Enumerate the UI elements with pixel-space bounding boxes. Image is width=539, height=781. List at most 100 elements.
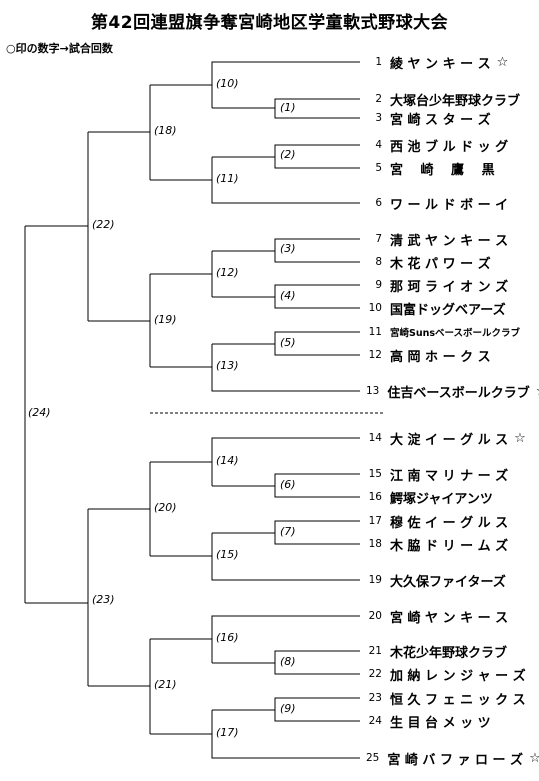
team-number: 5 bbox=[375, 162, 382, 174]
team-name: 住吉ベースボールクラブ bbox=[387, 385, 530, 401]
bracket-line-game-3 bbox=[212, 238, 360, 263]
game-number: (23) bbox=[92, 593, 115, 606]
game-number: (17) bbox=[216, 726, 239, 739]
team-number: 18 bbox=[368, 538, 382, 550]
game-number: (24) bbox=[28, 406, 51, 419]
team-name: 江 南 マ リ ナ ー ズ bbox=[390, 468, 509, 484]
game-number: (19) bbox=[154, 313, 177, 326]
team-name: 高 岡 ホ ー ク ス bbox=[390, 349, 491, 365]
team-name: 穆 佐 イ ー グ ル ス bbox=[390, 515, 509, 531]
team-entry: 6 ワ ー ル ド ボ ー イ bbox=[366, 194, 538, 213]
game-number: (4) bbox=[280, 289, 296, 302]
team-name: 木花少年野球クラブ bbox=[390, 645, 508, 661]
game-number: (9) bbox=[280, 702, 296, 715]
bracket-line-game-20 bbox=[88, 462, 151, 556]
seed-star: ☆ bbox=[529, 750, 539, 766]
team-entry: 21 木花少年野球クラブ bbox=[366, 642, 538, 661]
team-number: 1 bbox=[375, 56, 382, 68]
team-entry: 19 大久保ファイターズ bbox=[366, 571, 538, 590]
bracket-line-game-19 bbox=[88, 274, 151, 367]
team-number: 15 bbox=[368, 468, 382, 480]
bracket-line-game-6 bbox=[212, 473, 360, 498]
team-entry: 5 宮 崎 鷹 黒 bbox=[366, 159, 538, 178]
bracket-line-game-14 bbox=[150, 437, 360, 486]
game-number: (10) bbox=[216, 77, 239, 90]
legend-note: ○印の数字→試合回数 bbox=[6, 42, 113, 55]
game-number: (1) bbox=[280, 101, 296, 114]
team-number: 13 bbox=[366, 385, 380, 397]
team-number: 19 bbox=[368, 574, 382, 586]
seed-star: ☆ bbox=[514, 430, 526, 446]
game-number: (3) bbox=[280, 242, 296, 255]
team-name: 大久保ファイターズ bbox=[390, 574, 506, 590]
bracket-line-game-17 bbox=[150, 710, 360, 759]
bracket-line-game-16 bbox=[150, 615, 360, 663]
bracket-line-game-13 bbox=[150, 344, 360, 392]
team-number: 16 bbox=[368, 491, 382, 503]
bracket-line-game-23 bbox=[25, 509, 89, 686]
team-name: 西 池 ブ ル ド ッ グ bbox=[390, 139, 509, 155]
bracket-line-game-15 bbox=[150, 533, 360, 581]
seed-star: ☆ bbox=[496, 54, 509, 70]
bracket-line-game-8 bbox=[212, 650, 360, 675]
game-number: (5) bbox=[280, 336, 296, 349]
team-name: 宮崎Sunsベースボールクラブ bbox=[390, 328, 521, 339]
team-name: 宮 崎 ス タ ー ズ bbox=[390, 112, 491, 128]
game-number: (22) bbox=[92, 218, 115, 231]
team-name: ワ ー ル ド ボ ー イ bbox=[390, 197, 509, 213]
team-number: 21 bbox=[368, 645, 382, 657]
team-name: 那 珂 ラ イ オ ン ズ bbox=[390, 279, 509, 295]
team-name: 生 目 台 メ ッ ツ bbox=[390, 715, 491, 731]
team-number: 22 bbox=[368, 668, 382, 680]
team-number: 20 bbox=[368, 610, 382, 622]
seed-star: ☆ bbox=[536, 384, 539, 399]
team-name: 綾 ヤ ン キ ー ス bbox=[390, 56, 491, 72]
bracket-line-game-2 bbox=[212, 144, 360, 169]
team-entry: 1 綾 ヤ ン キ ー ス ☆ bbox=[366, 53, 538, 72]
bracket-line-game-7 bbox=[212, 520, 360, 545]
team-name: 宮 崎 鷹 黒 bbox=[390, 162, 495, 178]
team-number: 4 bbox=[375, 139, 382, 151]
game-number: (2) bbox=[280, 148, 296, 161]
team-name: 鰐塚ジャイアンツ bbox=[390, 491, 493, 507]
team-name: 国富ドッグベアーズ bbox=[390, 302, 506, 318]
game-number: (15) bbox=[216, 548, 239, 561]
team-entry: 11 宮崎Sunsベースボールクラブ bbox=[366, 323, 538, 341]
team-entry: 4 西 池 ブ ル ド ッ グ bbox=[366, 136, 538, 155]
team-entry: 13 住吉ベースボールクラブ ☆ bbox=[366, 382, 539, 401]
bracket-line-game-22 bbox=[25, 132, 89, 321]
team-number: 11 bbox=[368, 326, 382, 338]
team-number: 8 bbox=[375, 256, 382, 268]
bracket-line-game-10 bbox=[150, 61, 360, 108]
team-number: 10 bbox=[368, 302, 382, 314]
game-number: (8) bbox=[280, 655, 296, 668]
team-number: 6 bbox=[375, 197, 382, 209]
team-number: 7 bbox=[375, 233, 382, 245]
bracket-line-game-18 bbox=[88, 85, 151, 180]
team-entry: 16 鰐塚ジャイアンツ bbox=[366, 488, 538, 507]
page-title: 第42回連盟旗争奪宮崎地区学童軟式野球大会 bbox=[90, 13, 449, 33]
bracket-line-game-12 bbox=[150, 251, 213, 297]
team-name: 恒 久 フ ェ ニ ッ ク ス bbox=[390, 692, 526, 708]
team-number: 25 bbox=[366, 752, 380, 764]
game-number: (11) bbox=[216, 172, 239, 185]
game-number: (21) bbox=[154, 678, 177, 691]
bracket-line-game-11 bbox=[150, 157, 360, 204]
team-name: 宮 崎 ヤ ン キ ー ス bbox=[390, 610, 509, 626]
bracket-line-game-21 bbox=[88, 639, 151, 734]
game-number: (18) bbox=[154, 124, 177, 137]
bracket-line-game-4 bbox=[212, 284, 360, 309]
bracket-line-game-1 bbox=[212, 98, 360, 119]
